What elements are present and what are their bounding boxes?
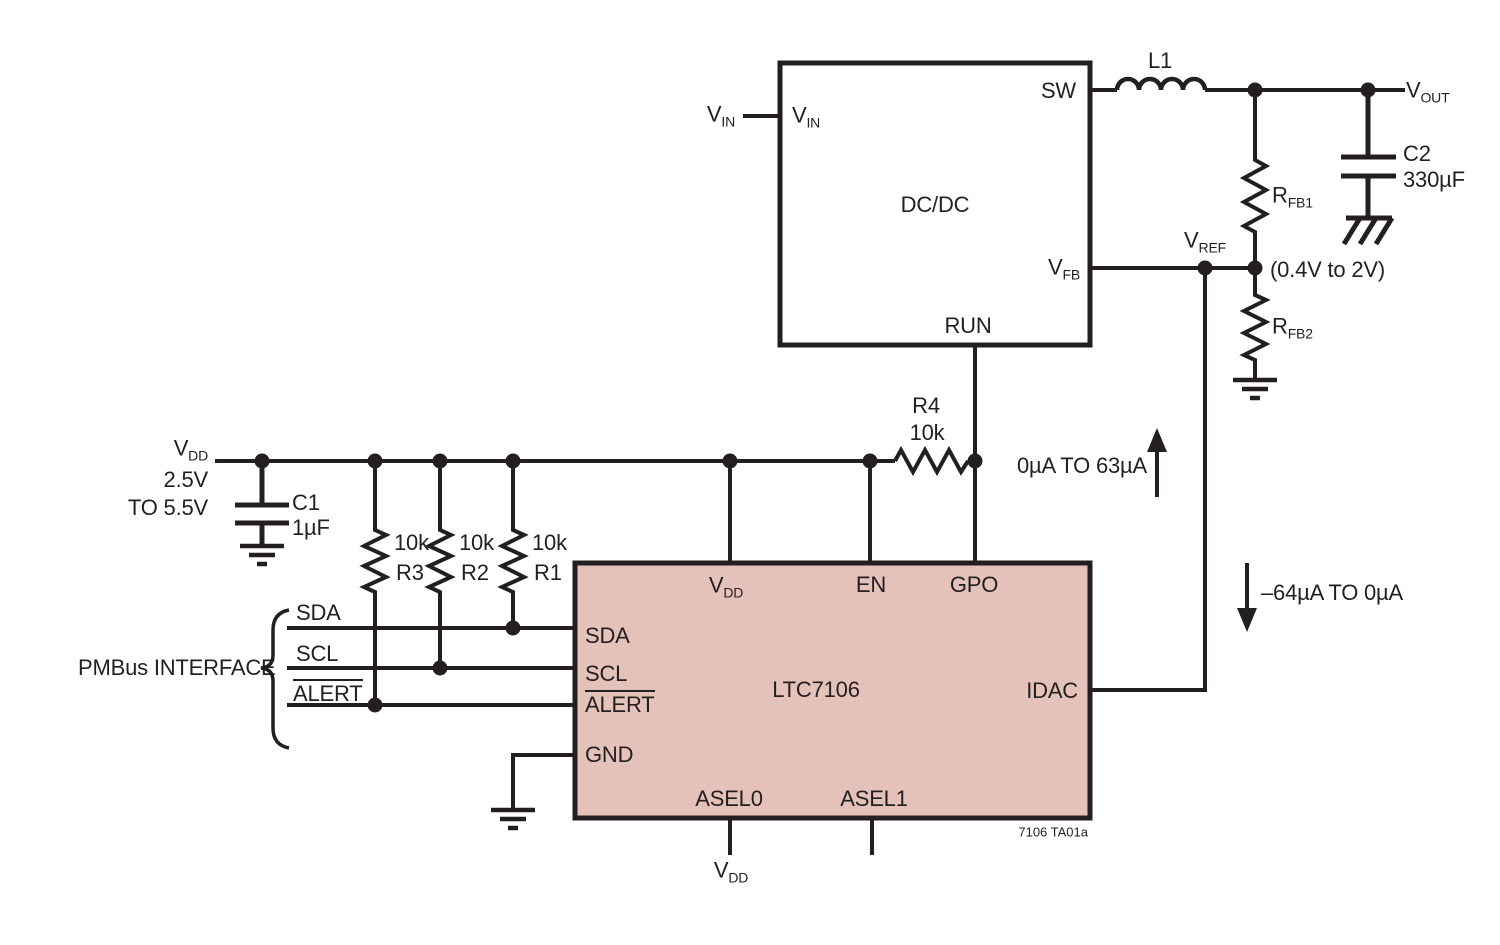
ltc-pin-gpo: GPO [949,572,999,597]
capacitor-c1 [235,461,289,545]
ltc7106-block-outline [572,560,1093,821]
ground-symbol-c1 [240,543,284,567]
component-label-r2-value: 10k [459,530,494,555]
component-label-l1: L1 [1148,48,1173,73]
capacitor-c2 [1341,90,1396,218]
net-label-vout: VOUT [1406,77,1450,106]
dcdc-pin-vfb: VFB [1048,254,1080,283]
net-label-vdd-supply-range1: 2.5V [163,467,209,492]
resistor-r2 [424,461,456,668]
pmbus-brace [260,608,290,750]
component-label-rfb1: RFB1 [1272,182,1313,211]
component-label-c1-ref: C1 [292,490,320,515]
annotation-current-up: 0µA TO 63µA [1017,453,1147,478]
component-label-c1-value: 1µF [292,515,330,540]
bus-label-sda: SDA [296,600,341,625]
dcdc-pin-run: RUN [944,313,992,338]
pmbus-interface-label: PMBus INTERFACE [78,655,276,680]
component-label-r1-ref: R1 [534,560,562,585]
annotation-current-down: –64µA TO 0µA [1261,580,1404,605]
junction-dots [254,82,1376,713]
bus-label-scl: SCL [296,641,339,666]
dcdc-pin-sw: SW [1040,78,1076,103]
ltc-pin-asel0: ASEL0 [695,786,763,811]
ground-symbol-gnd [491,807,535,831]
ltc-pin-vdd: VDD [708,572,744,601]
ltc-pin-gnd: GND [585,742,634,767]
ltc-pin-sda: SDA [585,623,630,648]
net-label-vdd-supply-range2: TO 5.5V [127,495,208,520]
ltc-pin-alert: ALERT [585,690,655,717]
idac-wire [1090,268,1207,692]
ltc-pin-en: EN [855,572,887,597]
current-up-arrow [1147,428,1167,497]
inductor-l1 [1114,76,1208,91]
resistor-r4 [893,445,970,477]
net-label-vdd-supply: VDD [173,435,209,464]
resistor-r3 [359,461,391,705]
ltc-pin-asel1: ASEL1 [840,786,908,811]
component-label-rfb2: RFB2 [1272,313,1313,342]
component-label-r2-ref: R2 [461,560,489,585]
component-label-c2-value: 330µF [1403,167,1465,192]
ltc-title: LTC7106 [772,677,860,702]
current-down-arrow [1237,563,1257,632]
ltc-pin-idac: IDAC [1026,678,1078,703]
component-label-r4-ref: R4 [912,393,940,418]
component-label-r4-value: 10k [909,420,945,445]
resistor-r1 [497,461,529,628]
dcdc-title: DC/DC [900,192,970,217]
net-label-vref-range: (0.4V to 2V) [1270,257,1385,282]
dcdc-pin-vin: VIN [792,102,821,131]
gnd-wire [511,753,575,808]
net-label-vdd-asel0: VDD [713,857,749,886]
bus-label-alert: ALERT [293,679,363,706]
component-label-r3-ref: R3 [396,560,424,585]
component-label-r1-value: 10k [532,530,567,555]
figure-id: 7106 TA01a [1018,824,1088,840]
net-label-vin: VIN [706,101,735,130]
chassis-ground-c2 [1341,215,1395,246]
net-label-vref: VREF [1184,227,1226,256]
ground-symbol-rfb2 [1233,377,1277,401]
component-label-c2-ref: C2 [1403,141,1431,166]
dcdc-block-outline [777,60,1093,348]
component-label-r3-value: 10k [394,530,429,555]
resistor-rfb2 [1239,268,1271,378]
ltc-pin-scl: SCL [585,661,628,686]
resistor-rfb1 [1239,90,1271,268]
